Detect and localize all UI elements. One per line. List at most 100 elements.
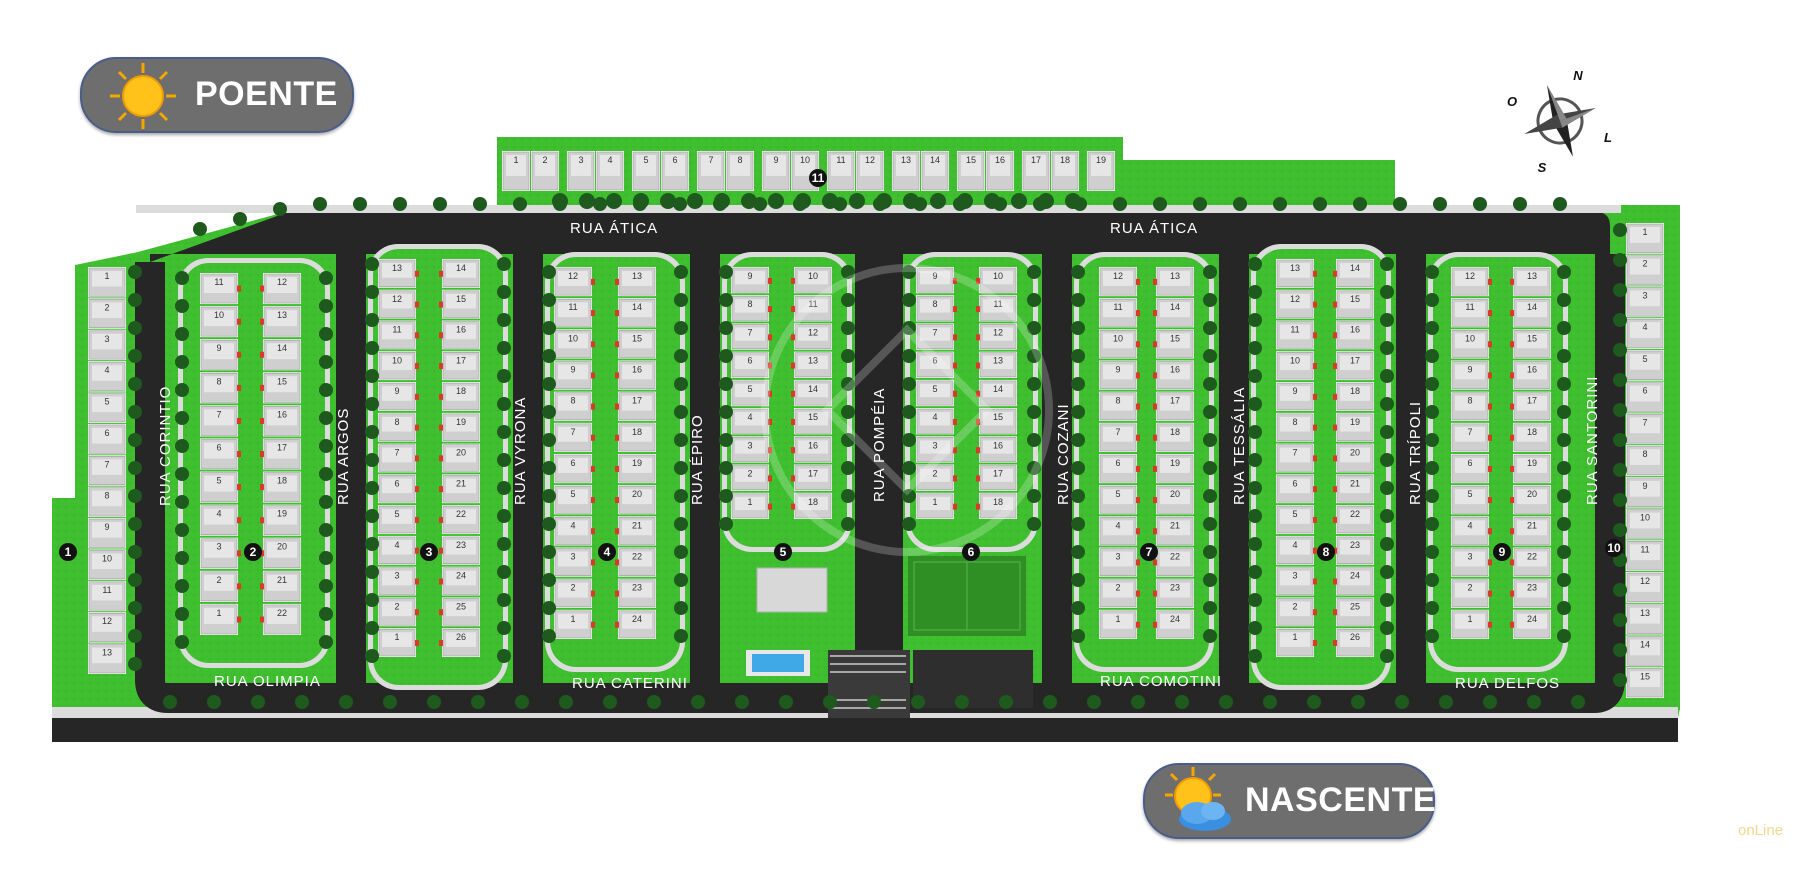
lot-number: 3: [394, 571, 399, 581]
b5-lot-left-3: 3: [731, 436, 769, 463]
b5-lot-right-16: 16: [794, 436, 832, 463]
lot-number: 3: [1292, 571, 1297, 581]
lot-number: 4: [607, 155, 612, 165]
b1-lot-10: 10: [88, 549, 126, 580]
street-label-olimpia: RUA OLIMPIA: [214, 673, 321, 690]
lot-number: 3: [1642, 290, 1647, 300]
lot-number: 10: [102, 553, 112, 563]
lot-number: 9: [1292, 386, 1297, 396]
street-label-argos: RUA ARGOS: [335, 408, 352, 505]
lot-number: 13: [1527, 271, 1537, 281]
lot-number: 5: [216, 476, 221, 486]
b1-lot-6: 6: [88, 423, 126, 455]
lot-number: 6: [1292, 478, 1297, 488]
poente-label: POENTE: [195, 75, 338, 113]
lot-number: 18: [808, 497, 818, 507]
lot-number: 24: [1350, 571, 1360, 581]
b3-lot-left-6: 6: [378, 474, 416, 504]
lot-number: 7: [570, 427, 575, 437]
b8-lot-right-19: 19: [1336, 412, 1374, 442]
lot-number: 10: [1290, 355, 1300, 365]
b11-lot-10: 10: [791, 151, 819, 191]
b7-lot-left-11: 11: [1099, 298, 1137, 328]
b7-lot-left-8: 8: [1099, 391, 1137, 421]
b7-lot-right-19: 19: [1156, 454, 1194, 484]
b6-lot-left-3: 3: [916, 436, 954, 463]
lot-number: 17: [277, 442, 287, 452]
lot-number: 2: [1467, 583, 1472, 593]
b7-lot-right-18: 18: [1156, 422, 1194, 452]
lot-number: 6: [1467, 458, 1472, 468]
b9-lot-left-10: 10: [1451, 329, 1489, 359]
watermark-text: onLine: [1738, 822, 1784, 839]
block-marker-8: 8: [1317, 543, 1335, 561]
b3-lot-right-22: 22: [442, 505, 480, 534]
lot-number: 6: [104, 428, 109, 438]
lot-number: 12: [568, 271, 578, 281]
b3-lot-right-25: 25: [442, 597, 480, 627]
block-marker-label: 9: [1499, 545, 1506, 559]
b7-lot-left-6: 6: [1099, 454, 1137, 484]
b2-lot-right-13: 13: [263, 306, 301, 338]
lot-number: 8: [216, 376, 221, 386]
b9-lot-left-9: 9: [1451, 360, 1489, 390]
lot-number: 13: [392, 263, 402, 273]
b11-lot-16: 16: [986, 151, 1014, 191]
b8-lot-right-24: 24: [1336, 566, 1374, 596]
b11-lot-12: 12: [856, 151, 884, 191]
b6-lot-left-4: 4: [916, 408, 954, 435]
b4-lot-left-6: 6: [554, 454, 592, 484]
lot-number: 20: [1350, 448, 1360, 458]
b2-lot-left-2: 2: [200, 570, 238, 602]
block-marker-7: 7: [1140, 543, 1158, 561]
b2-lot-right-21: 21: [263, 570, 301, 602]
lot-number: 22: [456, 509, 466, 519]
b8-lot-right-14: 14: [1336, 259, 1374, 288]
lot-number: 9: [1115, 365, 1120, 375]
b4-lot-left-7: 7: [554, 422, 592, 452]
lot-number: 4: [216, 509, 221, 519]
sun-icon: [110, 63, 176, 129]
b3-lot-left-10: 10: [378, 351, 416, 381]
b1-lot-4: 4: [88, 361, 126, 392]
b3-lot-left-1: 1: [378, 628, 416, 657]
b5-lot-right-11: 11: [794, 295, 832, 322]
lot-number: 4: [570, 520, 575, 530]
lot-number: 1: [747, 497, 752, 507]
lot-number: 9: [747, 271, 752, 281]
b11-lot-4: 4: [596, 151, 624, 191]
lot-number: 16: [456, 325, 466, 335]
lot-number: 15: [1640, 671, 1650, 681]
b9-lot-right-23: 23: [1513, 578, 1551, 608]
b8-lot-left-3: 3: [1276, 566, 1314, 596]
b8-lot-right-21: 21: [1336, 474, 1374, 504]
b2-lot-right-15: 15: [263, 372, 301, 404]
b10-lot-10: 10: [1626, 508, 1664, 540]
b10-lot-9: 9: [1626, 476, 1664, 508]
b6-lot-left-7: 7: [916, 323, 954, 350]
b5-lot-right-18: 18: [794, 492, 832, 519]
block-marker-10: 10: [1605, 539, 1623, 557]
lot-number: 19: [456, 417, 466, 427]
lot-number: 19: [1527, 458, 1537, 468]
b6-lot-left-6: 6: [916, 351, 954, 378]
lot-number: 10: [1113, 333, 1123, 343]
b2-lot-left-4: 4: [200, 504, 238, 536]
b11-lot-11: 11: [827, 151, 855, 191]
lot-number: 9: [932, 271, 937, 281]
lot-number: 7: [747, 327, 752, 337]
b1-lot-1: 1: [88, 267, 126, 298]
b2-lot-right-18: 18: [263, 471, 301, 503]
lot-number: 15: [1350, 294, 1360, 304]
lot-number: 24: [1527, 614, 1537, 624]
b1-lot-3: 3: [88, 329, 126, 361]
b7-lot-right-13: 13: [1156, 267, 1194, 297]
b2-lot-left-9: 9: [200, 339, 238, 371]
b4-lot-left-8: 8: [554, 391, 592, 421]
lot-number: 4: [394, 540, 399, 550]
lot-number: 5: [1115, 489, 1120, 499]
lot-number: 6: [747, 356, 752, 366]
b2-lot-right-22: 22: [263, 603, 301, 635]
lot-number: 18: [632, 427, 642, 437]
